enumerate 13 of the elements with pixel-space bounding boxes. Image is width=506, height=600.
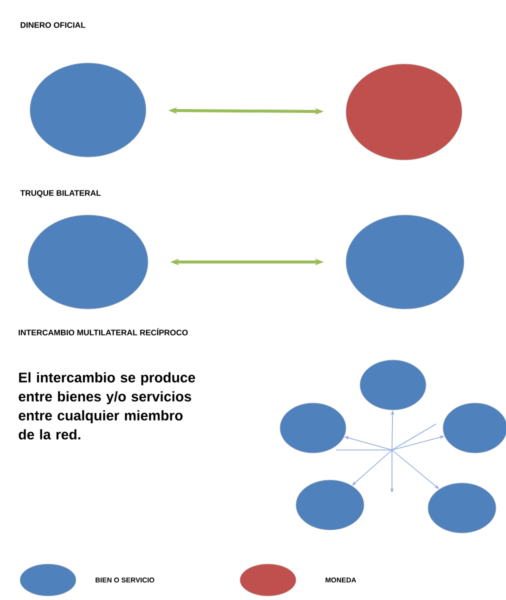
circle [346,214,464,310]
circle [30,62,146,158]
circle [442,402,506,454]
description-text: El intercambio se produce entre bienes y/o servicios entre cualquier miembro de la red. [18,372,196,440]
circle [280,402,346,454]
circle [346,64,462,160]
circle [428,482,496,534]
circle [28,214,148,310]
section-title: TRUQUE BILATERAL [20,190,101,198]
section-title: INTERCAMBIO MULTILATERAL RECÍPROCO [18,328,188,336]
section-title: DINERO OFICIAL [20,22,86,28]
circle [360,360,426,410]
circle [296,480,364,530]
